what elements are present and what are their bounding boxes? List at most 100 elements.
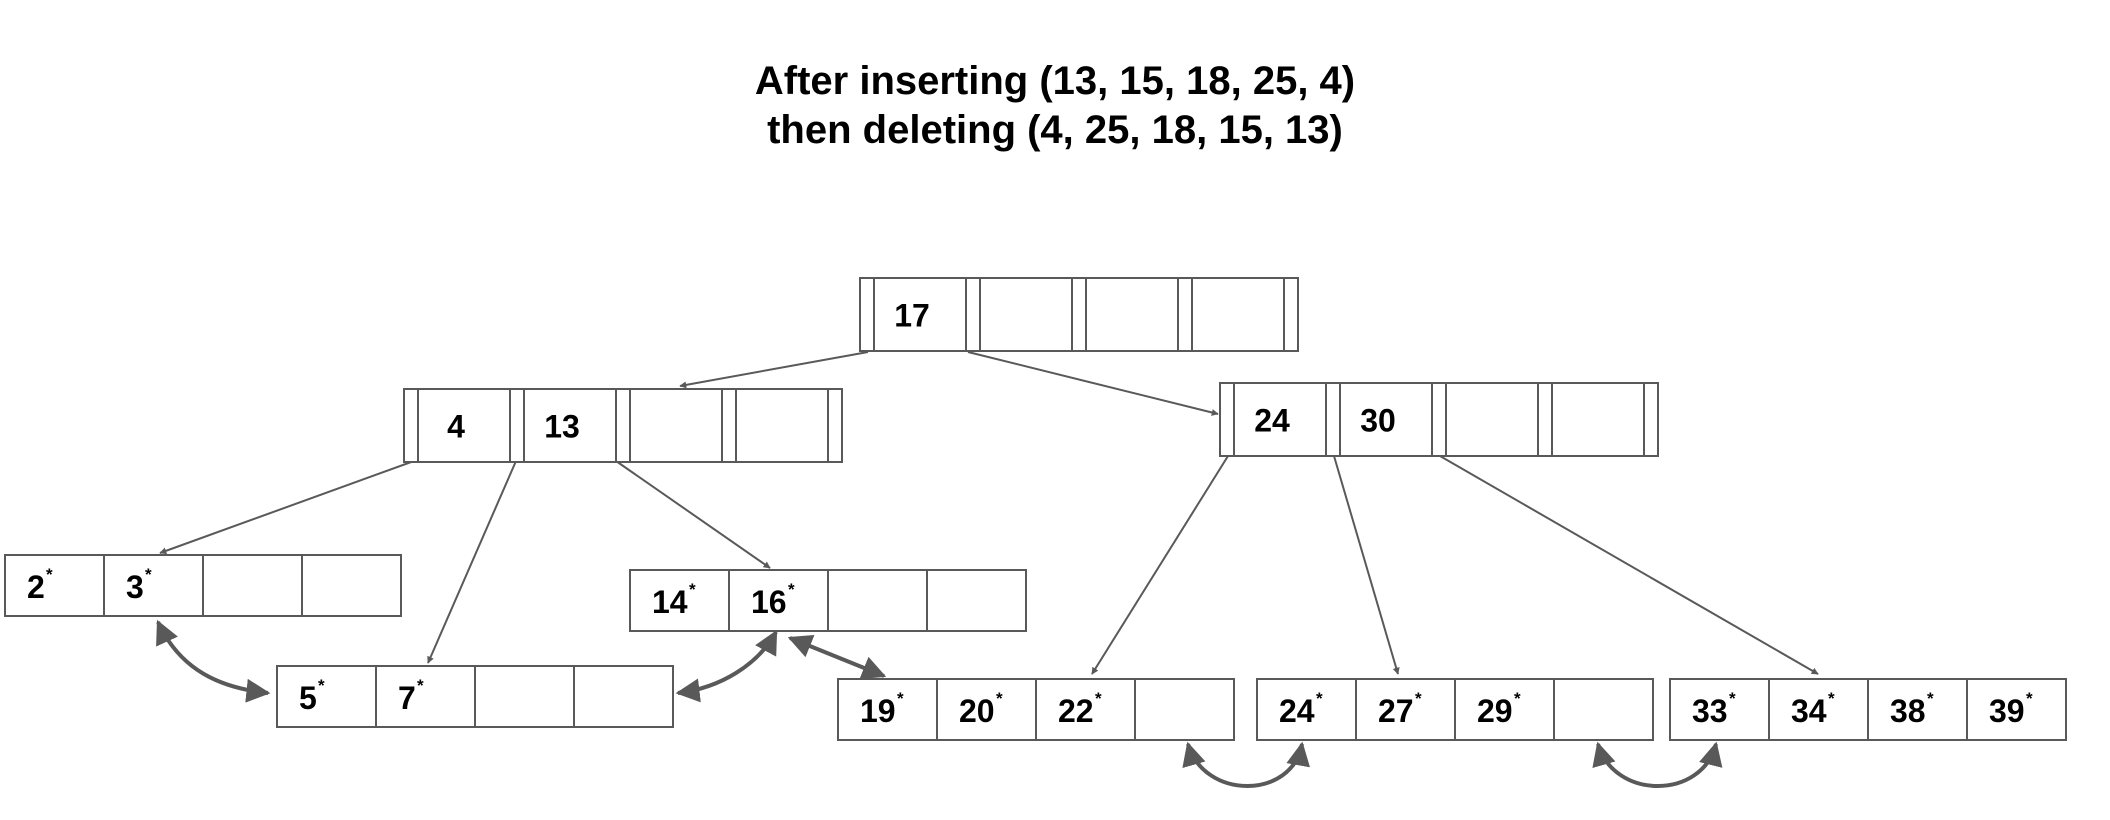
pointer-slot	[403, 388, 419, 463]
leaf-c: 14*16*	[629, 569, 1027, 632]
key-slot	[1445, 382, 1539, 457]
pointer-slot	[721, 388, 737, 463]
leaf-key: 22	[1058, 693, 1094, 729]
leaf-key: 14	[652, 584, 688, 620]
leaf-key: 20	[959, 693, 995, 729]
index-key: 24	[1254, 403, 1290, 439]
sibling-link-e-f	[1592, 741, 1723, 788]
data-entry-marker: *	[788, 580, 795, 599]
pointer-slot	[509, 388, 525, 463]
edge-right-index-to-leaf-d	[1091, 455, 1229, 675]
leaf-slot	[375, 665, 476, 728]
pointer-slot	[615, 388, 631, 463]
sibling-link-c-d	[787, 634, 887, 680]
leaf-slot	[1454, 678, 1555, 741]
leaf-key: 19	[860, 693, 896, 729]
data-entry-marker: *	[46, 565, 53, 584]
pointer-slot	[1283, 277, 1299, 352]
key-slot	[979, 277, 1073, 352]
leaf-slot	[1768, 678, 1869, 741]
data-entry-marker: *	[318, 676, 325, 695]
index-key: 17	[894, 298, 930, 334]
leaf-slot	[1966, 678, 2067, 741]
leaf-key: 29	[1477, 693, 1513, 729]
edge-right-index-to-leaf-f	[1439, 455, 1819, 675]
leaf-slot	[1553, 678, 1654, 741]
edge-left-index-to-leaf-b	[427, 460, 517, 664]
leaf-slot	[276, 665, 377, 728]
index-key: 13	[544, 409, 580, 445]
pointer-slot	[965, 277, 981, 352]
data-entry-marker: *	[1927, 689, 1934, 708]
key-slot	[735, 388, 829, 463]
leaf-slot	[936, 678, 1037, 741]
leaf-slot	[1035, 678, 1136, 741]
key-slot	[1233, 382, 1327, 457]
leaf-b: 5*7*	[276, 665, 674, 728]
data-entry-marker: *	[1316, 689, 1323, 708]
pointer-slot	[859, 277, 875, 352]
key-slot	[1191, 277, 1285, 352]
leaf-key: 16	[751, 584, 787, 620]
pointer-slot	[1071, 277, 1087, 352]
leaf-slot	[202, 554, 303, 617]
edge-left-index-to-leaf-a	[159, 460, 415, 555]
data-entry-marker: *	[1095, 689, 1102, 708]
leaf-slot	[926, 569, 1027, 632]
leaf-slot	[1256, 678, 1357, 741]
leaf-e: 24*27*29*	[1256, 678, 1654, 741]
pointer-slot	[1325, 382, 1341, 457]
edge-right-index-to-leaf-e	[1333, 455, 1400, 675]
leaf-key: 38	[1890, 693, 1926, 729]
leaf-slot	[728, 569, 829, 632]
edge-root-to-left-index	[679, 351, 869, 389]
leaf-key: 2	[27, 569, 45, 605]
data-entry-marker: *	[417, 676, 424, 695]
data-entry-marker: *	[897, 689, 904, 708]
leaf-slot	[1669, 678, 1770, 741]
data-entry-marker: *	[1828, 689, 1835, 708]
key-slot	[1339, 382, 1433, 457]
data-entry-marker: *	[689, 580, 696, 599]
key-slot	[417, 388, 511, 463]
leaf-key: 7	[398, 680, 416, 716]
index-key: 4	[447, 409, 465, 445]
leaf-slot	[474, 665, 575, 728]
leaf-slot	[4, 554, 105, 617]
right-index-node: 24 30	[1219, 382, 1659, 457]
pointer-slot	[1219, 382, 1235, 457]
root-node: 17	[859, 277, 1299, 352]
pointer-slot	[1643, 382, 1659, 457]
key-slot	[523, 388, 617, 463]
pointer-slot	[1537, 382, 1553, 457]
leaf-slot	[573, 665, 674, 728]
tree-edges	[156, 351, 1819, 788]
leaf-key: 24	[1279, 693, 1315, 729]
leaf-slot	[1867, 678, 1968, 741]
leaf-slot	[103, 554, 204, 617]
leaf-slot	[827, 569, 928, 632]
sibling-link-a-b	[156, 619, 271, 703]
diagram-title-line-2: then deleting (4, 25, 18, 15, 13)	[767, 108, 1343, 152]
key-slot	[629, 388, 723, 463]
leaf-key: 27	[1378, 693, 1414, 729]
left-index-node: 4 13	[403, 388, 843, 463]
diagram-title-line-1: After inserting (13, 15, 18, 25, 4)	[755, 59, 1355, 103]
index-key: 30	[1360, 403, 1396, 439]
leaf-slot	[629, 569, 730, 632]
key-slot	[1551, 382, 1645, 457]
leaf-a: 2*3*	[4, 554, 402, 617]
edge-left-index-to-leaf-c	[615, 460, 771, 569]
pointer-slot	[827, 388, 843, 463]
leaf-f: 33*34*38*39*	[1669, 678, 2067, 741]
leaf-key: 34	[1791, 693, 1827, 729]
leaf-key: 3	[126, 569, 144, 605]
leaf-key: 33	[1692, 693, 1728, 729]
sibling-link-b-c	[675, 629, 778, 703]
leaf-slot	[1134, 678, 1235, 741]
leaf-d: 19*20*22*	[837, 678, 1235, 741]
edge-root-to-right-index	[967, 351, 1219, 416]
data-entry-marker: *	[2026, 689, 2033, 708]
leaf-key: 39	[1989, 693, 2025, 729]
